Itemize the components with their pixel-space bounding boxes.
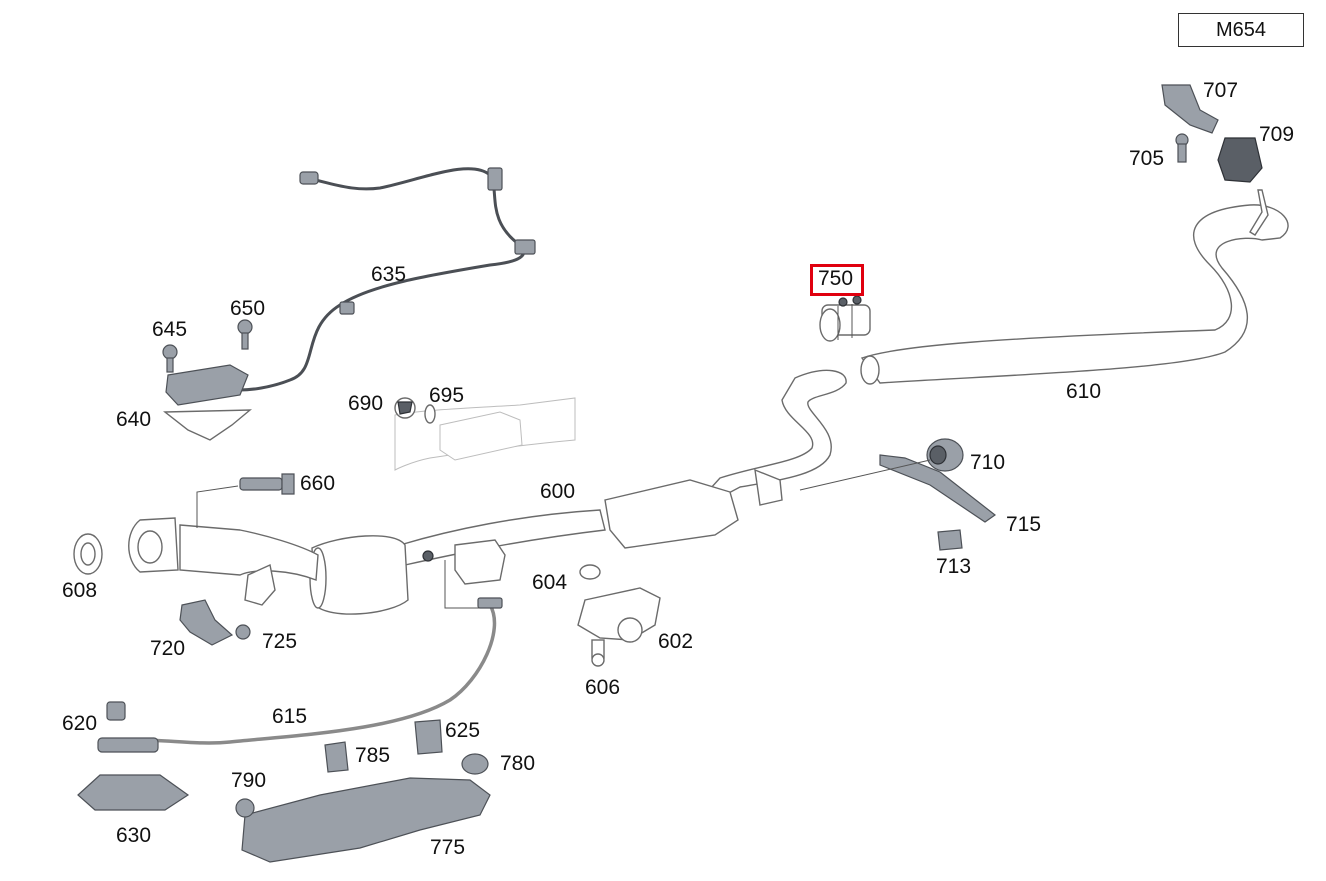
part-720-bracket[interactable] — [179, 599, 234, 646]
part-640-control-bracket[interactable] — [163, 364, 252, 441]
callout-625[interactable]: 625 — [445, 719, 481, 742]
callout-695[interactable]: 695 — [429, 384, 465, 407]
callout-630[interactable]: 630 — [116, 824, 152, 847]
part-725-nut[interactable] — [235, 624, 251, 640]
callout-709[interactable]: 709 — [1259, 123, 1295, 146]
callout-713[interactable]: 713 — [936, 555, 972, 578]
part-608-gasket[interactable] — [73, 533, 103, 575]
callout-610[interactable]: 610 — [1066, 380, 1102, 403]
hanger-pin — [754, 459, 931, 506]
callout-705[interactable]: 705 — [1129, 147, 1165, 170]
callout-710[interactable]: 710 — [970, 451, 1006, 474]
part-625-clip[interactable] — [414, 719, 443, 755]
pipe-sensor-actuator[interactable] — [422, 539, 506, 585]
part-600-main-pipe[interactable] — [128, 369, 847, 615]
callout-725[interactable]: 725 — [262, 630, 298, 653]
callout-602[interactable]: 602 — [658, 630, 694, 653]
callout-750[interactable]: 750 — [818, 267, 854, 290]
callout-650[interactable]: 650 — [230, 297, 266, 320]
callout-660[interactable]: 660 — [300, 472, 336, 495]
part-620-clip[interactable] — [106, 701, 126, 721]
callout-600[interactable]: 600 — [540, 480, 576, 503]
callout-620[interactable]: 620 — [62, 712, 98, 735]
callout-785[interactable]: 785 — [355, 744, 391, 767]
callout-775[interactable]: 775 — [430, 836, 466, 859]
part-630-bracket[interactable] — [77, 774, 190, 811]
part-606-bolt[interactable] — [591, 639, 605, 667]
part-775-shield-plate[interactable] — [241, 777, 491, 863]
part-715-hanger-bracket[interactable] — [879, 454, 997, 523]
part-690-sensor[interactable] — [394, 397, 416, 419]
callout-635[interactable]: 635 — [371, 263, 407, 286]
part-713-rubber-mount[interactable] — [937, 529, 963, 551]
part-610-rear-pipe[interactable] — [860, 189, 1289, 385]
callout-720[interactable]: 720 — [150, 637, 186, 660]
callout-790[interactable]: 790 — [231, 769, 267, 792]
part-707-hanger-bracket[interactable] — [1161, 84, 1219, 134]
part-780-nut[interactable] — [461, 753, 489, 775]
part-650-bolt[interactable] — [237, 319, 253, 350]
part-705-bolt[interactable] — [1175, 133, 1189, 163]
part-790-nut[interactable] — [235, 798, 255, 818]
callout-604[interactable]: 604 — [532, 571, 568, 594]
callout-608[interactable]: 608 — [62, 579, 98, 602]
part-710-rubber-mount[interactable] — [926, 438, 964, 472]
callout-780[interactable]: 780 — [500, 752, 536, 775]
callout-690[interactable]: 690 — [348, 392, 384, 415]
inset-detail-view — [394, 397, 576, 471]
part-604-clip[interactable] — [579, 564, 601, 580]
callout-615[interactable]: 615 — [272, 705, 308, 728]
callout-707[interactable]: 707 — [1203, 79, 1239, 102]
callout-640[interactable]: 640 — [116, 408, 152, 431]
part-602-sensor-unit[interactable] — [577, 587, 661, 643]
callout-715[interactable]: 715 — [1006, 513, 1042, 536]
part-695-seal-ring[interactable] — [424, 404, 436, 424]
part-785-clip[interactable] — [324, 741, 349, 773]
part-750-clamp[interactable] — [819, 295, 871, 342]
callout-606[interactable]: 606 — [585, 676, 621, 699]
part-709-rubber-mount[interactable] — [1217, 137, 1263, 183]
callout-645[interactable]: 645 — [152, 318, 188, 341]
part-635-sensor-cable[interactable] — [239, 167, 536, 392]
leader-lines — [196, 485, 480, 609]
part-615-sensor-cable[interactable] — [97, 597, 503, 753]
highlight-frame-750 — [810, 264, 864, 296]
diagram-code-box: M654 — [1178, 13, 1304, 47]
part-660-bolt[interactable] — [239, 473, 295, 495]
part-645-bolt[interactable] — [162, 344, 178, 373]
pipe-bracket — [244, 563, 276, 606]
